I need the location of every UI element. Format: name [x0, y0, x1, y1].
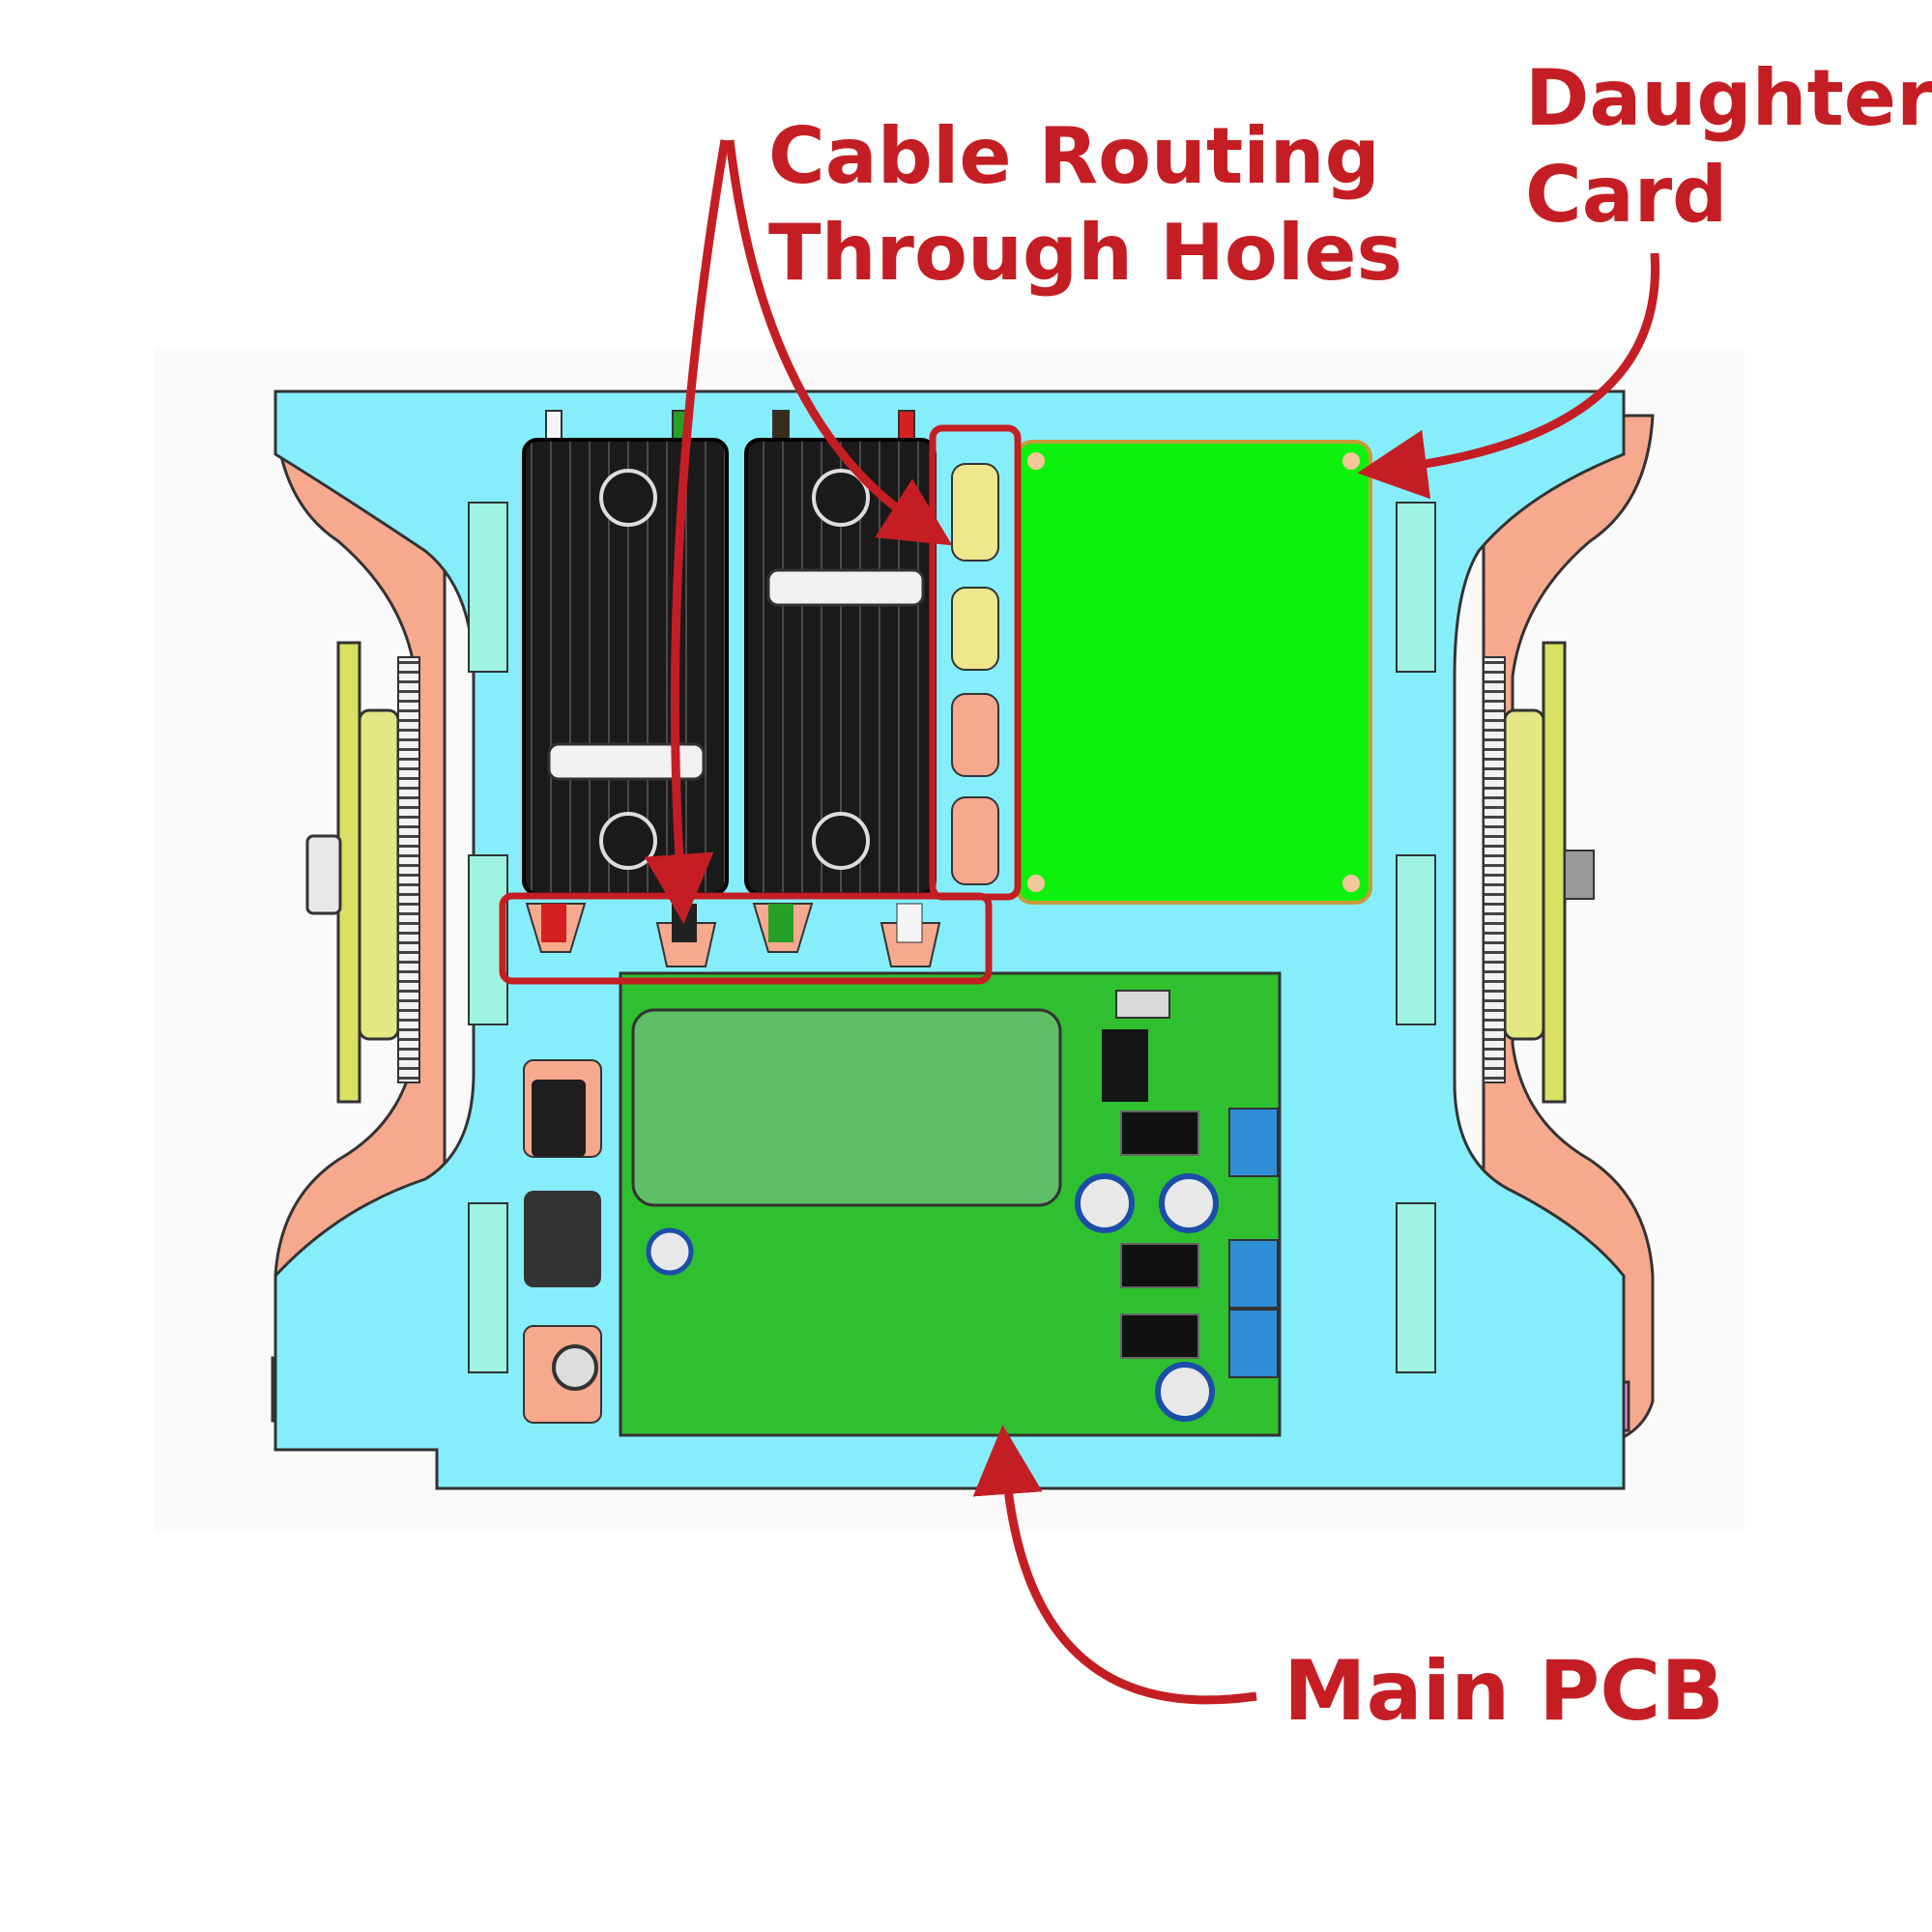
cable-routing-label-line2: Through Holes — [768, 208, 1403, 298]
daughter-card-arrow — [1357, 252, 1660, 500]
main-pcb — [619, 971, 1282, 1437]
standoff-left-bot — [468, 1202, 508, 1373]
servo-left — [522, 410, 729, 896]
daughter-card-label-line2: Card — [1525, 150, 1728, 240]
highlight-box-horizontal-holes — [499, 892, 993, 985]
standoff-right-bot — [1396, 1202, 1436, 1373]
cable-routing-arrow-to-vertical — [725, 139, 953, 546]
left-connectors — [523, 1059, 602, 1424]
standoff-left-top — [468, 502, 508, 673]
cable-routing-label-line1: Cable Routing — [768, 111, 1380, 201]
daughter-card-label: Daughter Card — [1525, 50, 1932, 244]
standoff-right-top — [1396, 502, 1436, 673]
servo-right — [744, 410, 937, 896]
main-pcb-label: Main PCB — [1283, 1643, 1724, 1740]
right-wheel — [1483, 641, 1595, 1104]
cable-holes-vertical — [951, 463, 999, 885]
standoff-right-mid — [1396, 854, 1436, 1025]
cable-routing-arrow-to-holes — [644, 139, 730, 924]
left-wheel — [305, 641, 420, 1104]
daughter-card — [1015, 440, 1372, 905]
main-pcb-arrow — [972, 1425, 1257, 1705]
main-pcb-label-text: Main PCB — [1283, 1643, 1724, 1740]
right-side-panel — [1482, 414, 1655, 1452]
daughter-card-label-line1: Daughter — [1525, 53, 1932, 143]
cable-routing-label: Cable Routing Through Holes — [768, 108, 1402, 302]
